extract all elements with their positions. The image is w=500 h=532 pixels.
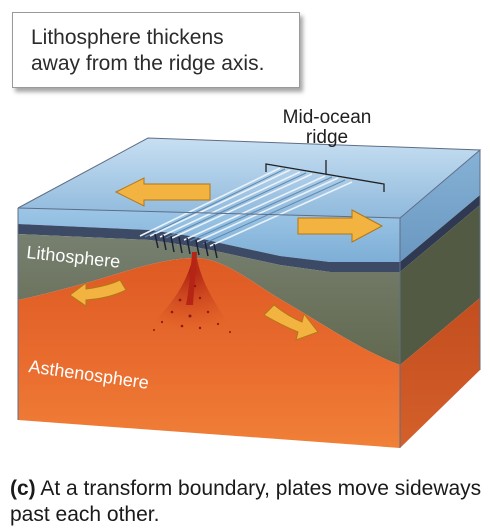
ocean-surface xyxy=(18,138,480,218)
ridge-label-line-1: Mid-ocean xyxy=(282,107,372,128)
lithosphere-side xyxy=(400,195,480,272)
plate-motion-arrow-left xyxy=(114,177,211,207)
callout-line-2: away from the ridge axis. xyxy=(31,52,265,75)
magma-conduit xyxy=(186,252,197,305)
oceanic-crust xyxy=(18,224,400,272)
caption-letter: (c) xyxy=(10,477,36,500)
ocean-side xyxy=(400,150,480,262)
asthenosphere-side xyxy=(400,298,480,448)
crust-fractures xyxy=(154,233,218,259)
ridge-label: Mid-ocean ridge xyxy=(270,107,384,149)
asthenosphere-front xyxy=(18,258,400,448)
mantle-flow-arrow-left xyxy=(69,279,127,307)
lithosphere-front xyxy=(18,234,400,365)
block-outline xyxy=(17,137,482,448)
ridge-fractures xyxy=(139,167,353,247)
ridge-label-line-2: ridge xyxy=(305,127,349,148)
lithosphere-side-body xyxy=(400,205,480,365)
caption-text: At a transform boundary, plates move sid… xyxy=(10,477,482,526)
callout-line-1: Lithosphere thickens xyxy=(31,26,224,49)
figure-caption: (c) At a transform boundary, plates move… xyxy=(10,476,490,528)
ridge-bracket xyxy=(265,160,385,192)
callout-box: Lithosphere thickens away from the ridge… xyxy=(12,12,300,88)
magma-speckles xyxy=(153,284,231,333)
mantle-flow-arrow-right xyxy=(263,304,319,341)
plate-motion-arrow-right xyxy=(297,209,384,243)
ridge-fracture-shadows xyxy=(144,168,346,245)
